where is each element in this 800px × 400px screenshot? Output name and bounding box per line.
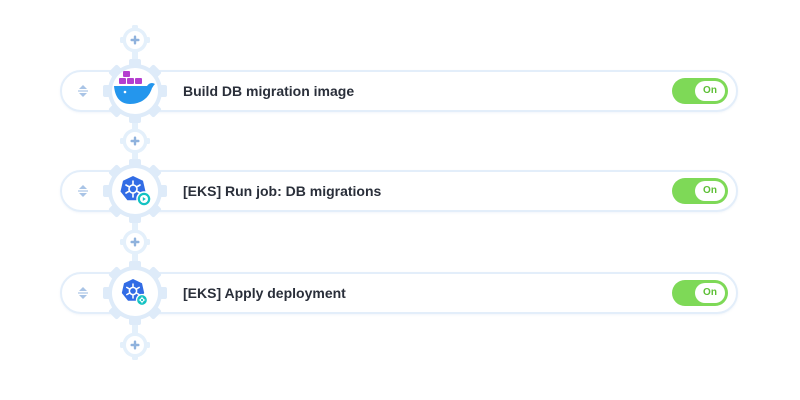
plus-gear-icon — [120, 227, 150, 257]
toggle-label: On — [695, 283, 725, 303]
add-step-button[interactable] — [120, 126, 150, 156]
pipeline-step[interactable]: Build DB migration image On — [60, 70, 738, 112]
add-step-button[interactable] — [120, 227, 150, 257]
drag-handle-icon[interactable] — [76, 285, 90, 301]
step-label: [EKS] Apply deployment — [183, 285, 346, 301]
drag-handle-icon[interactable] — [76, 183, 90, 199]
add-step-button[interactable] — [120, 330, 150, 360]
pipeline-step[interactable]: [EKS] Apply deployment On — [60, 272, 738, 314]
add-step-button[interactable] — [120, 25, 150, 55]
step-icon-node[interactable] — [103, 261, 167, 325]
docker-icon — [114, 71, 155, 104]
step-toggle[interactable]: On — [672, 78, 728, 104]
plus-gear-icon — [120, 25, 150, 55]
toggle-label: On — [695, 81, 725, 101]
step-toggle[interactable]: On — [672, 280, 728, 306]
pipeline-step[interactable]: [EKS] Run job: DB migrations On — [60, 170, 738, 212]
drag-handle-icon[interactable] — [76, 83, 90, 99]
step-toggle[interactable]: On — [672, 178, 728, 204]
step-label: [EKS] Run job: DB migrations — [183, 183, 382, 199]
plus-gear-icon — [120, 126, 150, 156]
step-icon-node[interactable] — [103, 59, 167, 123]
toggle-label: On — [695, 181, 725, 201]
eks-run-job-icon — [120, 176, 152, 207]
step-icon-node[interactable] — [103, 159, 167, 223]
plus-gear-icon — [120, 330, 150, 360]
eks-apply-deployment-icon — [121, 279, 149, 307]
step-label: Build DB migration image — [183, 83, 355, 99]
